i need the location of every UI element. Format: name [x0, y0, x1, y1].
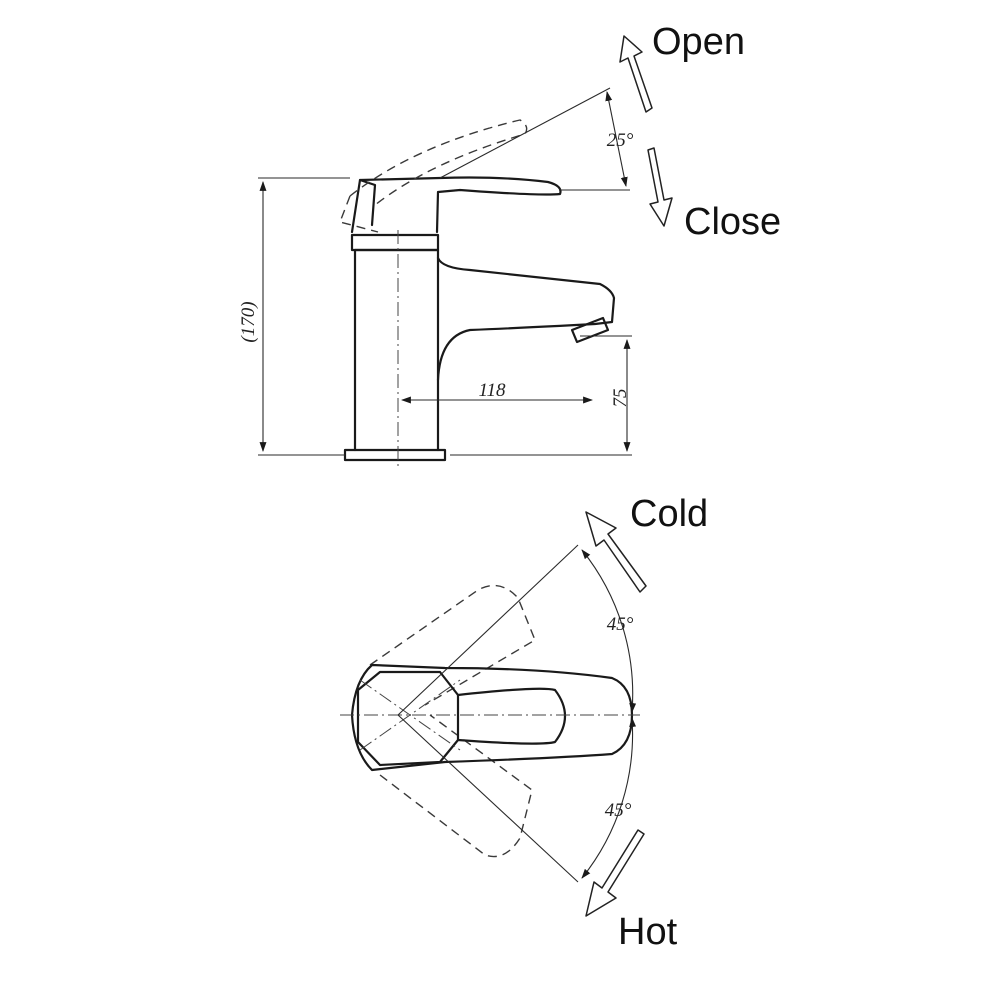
- cold-angle-label: 45°: [607, 614, 634, 635]
- cold-reference-line: [397, 544, 579, 716]
- spout-height-dimension: 75: [450, 335, 632, 456]
- hot-angle-label: 45°: [605, 800, 632, 821]
- plan-handle: [350, 663, 634, 772]
- lever-handle-open-outline: [349, 119, 528, 206]
- handle-hot-position: [379, 714, 533, 858]
- lever-angle-dimension: 25°: [439, 87, 634, 191]
- faucet-collar: [350, 233, 440, 252]
- hot-reference-line: [397, 714, 579, 883]
- hot-label: Hot: [618, 911, 678, 953]
- spout-height-dimension-label: 75: [610, 389, 631, 408]
- plan-handle-grip: [456, 687, 567, 745]
- lever-cap: [358, 178, 377, 227]
- height-dimension-label: (170): [238, 301, 259, 342]
- reach-dimension: 118: [401, 380, 593, 404]
- open-arrow-icon: [619, 35, 653, 113]
- aerator: [570, 316, 610, 344]
- close-label: Close: [684, 201, 781, 243]
- faucet-spout: [436, 256, 616, 382]
- side-elevation-view: [339, 119, 616, 470]
- cold-arrow-icon: [585, 511, 647, 593]
- rotation-arcs: 45° 45°: [581, 549, 637, 879]
- plan-diagonal-2: [359, 679, 461, 751]
- close-arrow-icon: [647, 147, 673, 227]
- plan-cap-inner: [356, 670, 460, 767]
- lever-angle-label: 25°: [607, 130, 634, 151]
- handle-cold-position: [369, 584, 536, 706]
- height-dimension: (170): [238, 177, 350, 456]
- faucet-base-plate: [343, 448, 447, 462]
- hot-arrow-icon: [585, 829, 645, 917]
- plan-view: [340, 544, 640, 883]
- faucet-body: [353, 248, 440, 452]
- open-label: Open: [652, 21, 745, 63]
- lever-handle-closed: [350, 176, 562, 234]
- reach-dimension-label: 118: [478, 380, 506, 401]
- cold-label: Cold: [630, 493, 708, 535]
